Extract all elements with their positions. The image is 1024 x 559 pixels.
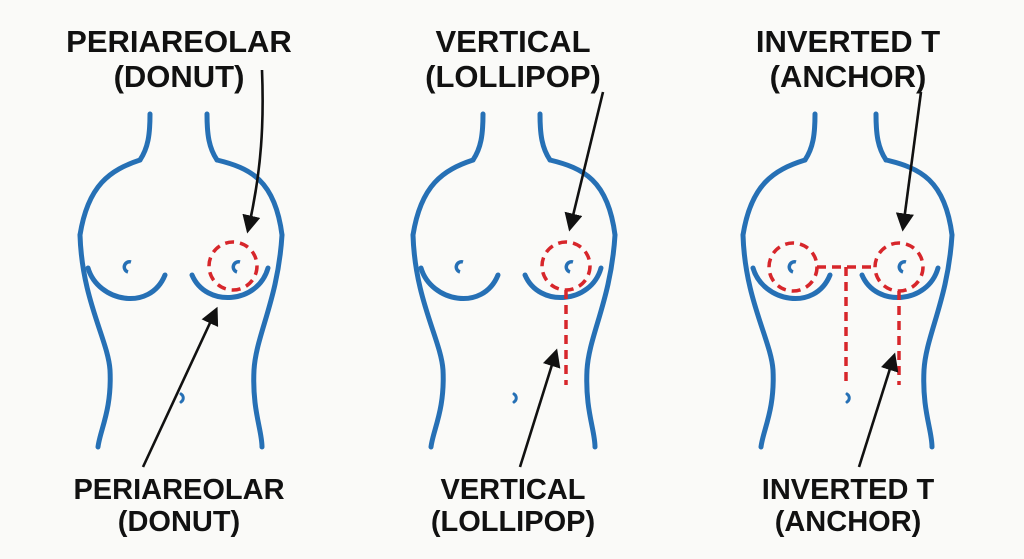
bottom-label-inverted-t-line2: (ANCHOR) bbox=[774, 506, 922, 539]
bottom-label-periareolar-line2: (DONUT) bbox=[117, 506, 241, 539]
top-label-inverted-t: INVERTED T (ANCHOR) bbox=[698, 24, 998, 94]
nipples-1 bbox=[122, 260, 241, 274]
panel-periareolar bbox=[77, 69, 285, 468]
top-label-vertical: VERTICAL (LOLLIPOP) bbox=[363, 24, 663, 94]
bottom-label-vertical: VERTICAL (LOLLIPOP) bbox=[363, 474, 663, 539]
top-label-vertical-line1: VERTICAL bbox=[435, 24, 591, 59]
bottom-label-periareolar-line1: PERIAREOLAR bbox=[73, 474, 285, 506]
navel-2 bbox=[512, 392, 518, 404]
nipples-3 bbox=[787, 260, 907, 274]
side-left-3 bbox=[740, 232, 776, 450]
shoulder-right-3 bbox=[883, 157, 955, 238]
side-left-2 bbox=[410, 232, 446, 450]
neck-right-3 bbox=[873, 111, 889, 163]
top-label-inverted-t-line1: INVERTED T bbox=[755, 24, 941, 59]
bottom-label-vertical-line2: (LOLLIPOP) bbox=[430, 506, 596, 539]
panel-inverted-t bbox=[740, 91, 955, 468]
nipple-right-1 bbox=[231, 260, 241, 274]
arrow-top-1 bbox=[242, 69, 264, 234]
top-label-inverted-t-line2: (ANCHOR) bbox=[769, 58, 927, 94]
nipple-right-2 bbox=[564, 260, 574, 274]
breast-left-1 bbox=[85, 265, 168, 301]
incision-circle-1 bbox=[207, 240, 259, 292]
navel-1 bbox=[179, 392, 185, 404]
nipple-left-3 bbox=[787, 260, 797, 274]
top-label-vertical-line2: (LOLLIPOP) bbox=[425, 58, 601, 94]
neck-left-1 bbox=[137, 111, 153, 163]
arrow-top-2 bbox=[564, 91, 605, 232]
bottom-label-inverted-t-line1: INVERTED T bbox=[761, 474, 935, 506]
incision-periareolar bbox=[207, 240, 259, 292]
navel-3 bbox=[845, 392, 851, 404]
nipple-left-1 bbox=[122, 260, 132, 274]
shoulder-left-1 bbox=[77, 157, 143, 238]
neck-right-1 bbox=[204, 111, 220, 163]
neck-left-3 bbox=[802, 111, 818, 163]
arrow-bottom-1 bbox=[141, 306, 219, 468]
arrow-top-3 bbox=[895, 91, 923, 232]
torso-outline-1 bbox=[77, 111, 285, 450]
arrow-bottom-3 bbox=[857, 352, 899, 468]
top-label-periareolar-line2: (DONUT) bbox=[113, 58, 245, 94]
side-right-1 bbox=[251, 232, 285, 450]
arrows-2 bbox=[518, 91, 605, 468]
side-right-2 bbox=[584, 232, 618, 450]
side-right-3 bbox=[921, 232, 955, 450]
breast-left-2 bbox=[418, 265, 501, 301]
breast-right-1 bbox=[189, 265, 271, 300]
arrows-1 bbox=[141, 69, 264, 468]
bottom-label-inverted-t: INVERTED T (ANCHOR) bbox=[698, 474, 998, 539]
shoulder-right-1 bbox=[214, 157, 285, 238]
incision-inverted-t bbox=[767, 241, 925, 385]
top-label-periareolar: PERIAREOLAR (DONUT) bbox=[29, 24, 329, 94]
bottom-label-periareolar: PERIAREOLAR (DONUT) bbox=[29, 474, 329, 539]
shoulder-right-2 bbox=[547, 157, 618, 238]
incision-vertical bbox=[540, 240, 592, 385]
neck-left-2 bbox=[470, 111, 486, 163]
bottom-label-vertical-line1: VERTICAL bbox=[440, 474, 586, 506]
torso-outline-3 bbox=[740, 111, 955, 450]
incision-circle-left-3 bbox=[767, 241, 819, 293]
neck-right-2 bbox=[537, 111, 553, 163]
nipple-right-3 bbox=[897, 260, 907, 274]
breast-left-3 bbox=[750, 265, 833, 301]
breast-right-3 bbox=[859, 265, 941, 300]
top-label-periareolar-line1: PERIAREOLAR bbox=[66, 24, 292, 59]
shoulder-left-3 bbox=[740, 157, 808, 238]
shoulder-left-2 bbox=[410, 157, 476, 238]
side-left-1 bbox=[77, 232, 113, 450]
nipples-2 bbox=[454, 260, 574, 274]
arrows-3 bbox=[857, 91, 923, 468]
nipple-left-2 bbox=[454, 260, 464, 274]
arrow-bottom-2 bbox=[518, 348, 561, 468]
panel-vertical bbox=[410, 91, 618, 468]
